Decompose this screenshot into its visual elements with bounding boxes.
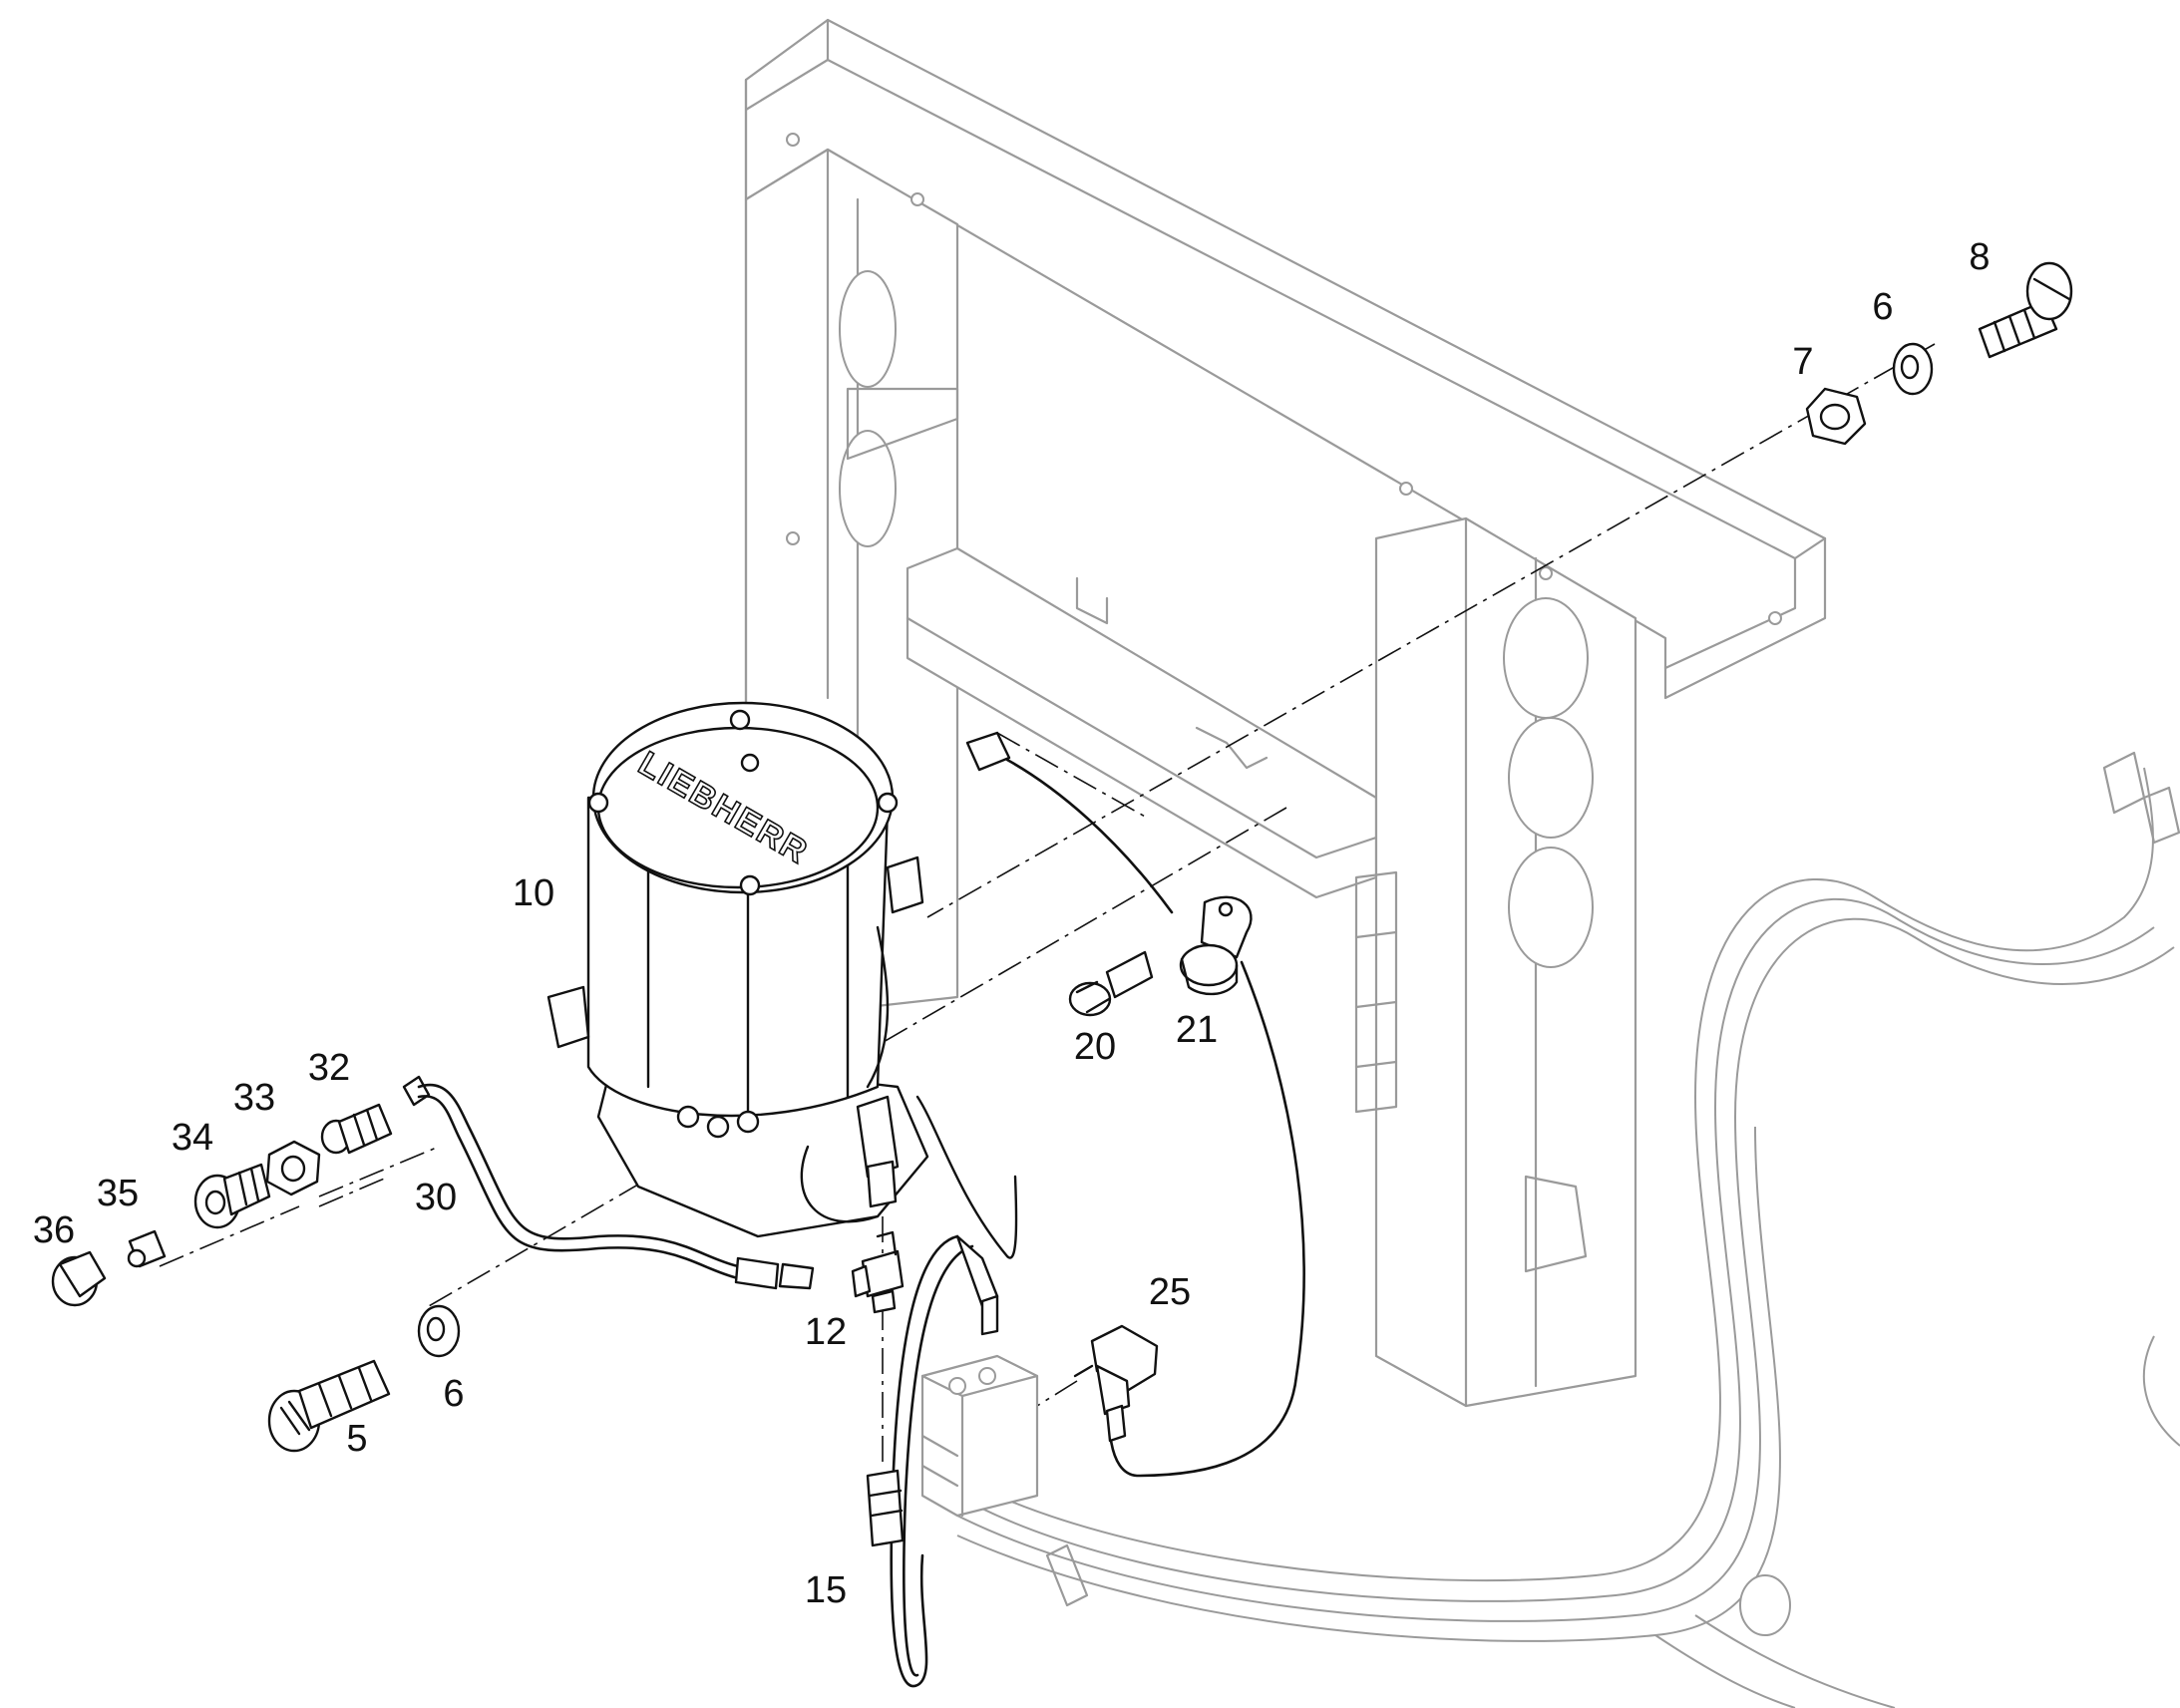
hydraulic-hose-bundle: [956, 751, 2180, 1708]
callout-15: 15: [805, 1569, 847, 1611]
callout-35: 35: [97, 1173, 139, 1214]
callout-20: 20: [1074, 1026, 1116, 1068]
callout-7: 7: [1792, 341, 1813, 383]
cap-36: [51, 1250, 107, 1307]
adapter-34: [193, 1163, 271, 1229]
callout-21: 21: [1176, 1009, 1218, 1051]
callout-30: 30: [415, 1177, 457, 1218]
mounting-frame: [744, 18, 1827, 1408]
tee-fitting-12: [851, 1230, 905, 1314]
washer-6-lower: [417, 1304, 461, 1358]
proximity-switch: [1179, 895, 1253, 996]
washer-6-upper: [1892, 342, 1934, 396]
callout-34: 34: [172, 1117, 213, 1159]
callout-8: 8: [1969, 236, 1990, 278]
lubrication-pump: LIEBHERR: [546, 701, 1018, 1259]
callout-32: 32: [308, 1047, 350, 1089]
callout-labels: 8 6 7 10 20 21 32 33 34 35 36 30 12 6 5 …: [33, 236, 1991, 1611]
sensor-cable: [965, 731, 1305, 1478]
callout-6: 6: [1872, 286, 1893, 328]
hose-15: [866, 1234, 999, 1688]
assembly-centerlines: [159, 343, 1936, 1466]
bolt-5: [267, 1359, 391, 1453]
callout-33: 33: [233, 1077, 275, 1119]
nut-33: [265, 1140, 321, 1196]
callout-10: 10: [513, 872, 554, 914]
callout-5: 5: [346, 1418, 367, 1460]
hose-30: [402, 1075, 815, 1290]
fitting-32: [320, 1103, 393, 1155]
screw-20: [1068, 950, 1154, 1017]
callout-6: 6: [443, 1373, 464, 1415]
plug-35: [127, 1229, 167, 1268]
callout-12: 12: [805, 1311, 847, 1353]
hex-nut-7: [1805, 387, 1867, 446]
callout-25: 25: [1149, 1271, 1191, 1313]
distributor-block: [920, 1354, 1039, 1518]
callout-36: 36: [33, 1209, 75, 1251]
bolt-8: [1978, 261, 2073, 359]
connector-25: [1073, 1324, 1159, 1443]
